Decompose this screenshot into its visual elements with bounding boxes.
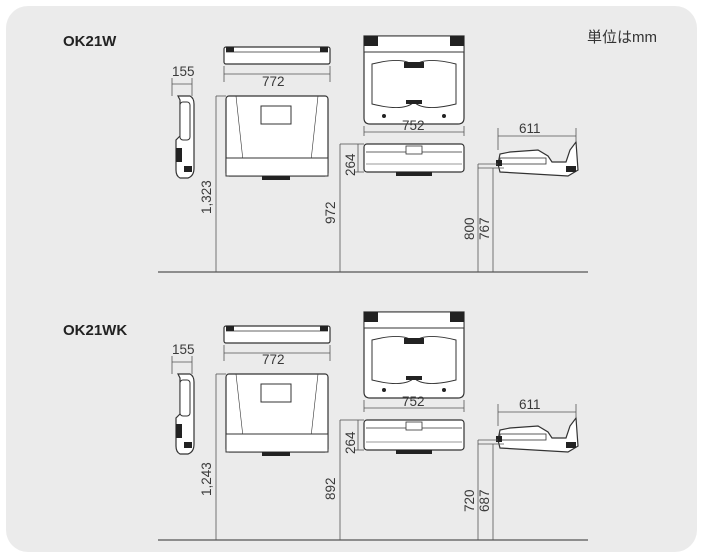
unit-top-view xyxy=(363,311,465,399)
seat-side-view xyxy=(496,140,579,177)
unit-label: 単位はmm xyxy=(587,29,657,46)
model-title: OK21W xyxy=(63,33,117,50)
seat-height-a-label: 800 xyxy=(462,217,477,240)
unit-depth-label: 264 xyxy=(343,431,358,454)
unit-top-view xyxy=(363,35,465,125)
section-ok21w: OK21W 155 772 xyxy=(63,33,588,273)
side-depth-label: 155 xyxy=(172,342,195,357)
panel-background xyxy=(6,6,697,552)
model-title: OK21WK xyxy=(63,322,127,339)
seat-height-b-label: 687 xyxy=(477,489,492,512)
front-height-label: 1,323 xyxy=(199,180,214,214)
unit-front-view xyxy=(363,143,465,176)
front-height-label: 1,243 xyxy=(199,462,214,496)
unit-front-view xyxy=(363,419,465,454)
top-width-label: 772 xyxy=(262,352,285,367)
seat-height-b-label: 767 xyxy=(477,217,492,240)
section-ok21wk: OK21WK 155 772 xyxy=(63,311,588,541)
unit-height-label: 892 xyxy=(323,477,338,500)
top-view-tank xyxy=(223,325,331,344)
seat-side-view xyxy=(496,416,579,453)
unit-height-label: 972 xyxy=(323,201,338,224)
unit-depth-label: 264 xyxy=(343,153,358,176)
front-view-tank xyxy=(225,373,329,456)
top-view-tank xyxy=(223,46,331,65)
top-width-label: 772 xyxy=(262,74,285,89)
seat-height-a-label: 720 xyxy=(462,489,477,512)
side-depth-label: 155 xyxy=(172,64,195,79)
side-view-fixture: 155 xyxy=(171,64,195,179)
seat-width-label: 611 xyxy=(519,121,541,136)
seat-width-label: 611 xyxy=(519,397,541,412)
front-view-tank xyxy=(225,95,329,180)
side-view-fixture: 155 xyxy=(171,342,195,455)
unit-width-label: 752 xyxy=(402,118,425,133)
unit-width-label: 752 xyxy=(402,394,425,409)
